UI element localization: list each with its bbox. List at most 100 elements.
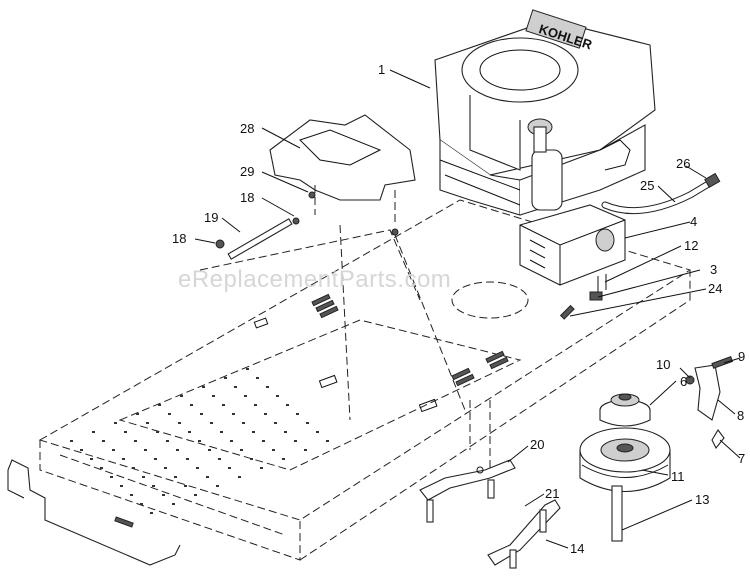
floor-dot [296,413,299,415]
floor-dot [200,413,203,415]
floor-dot [156,431,159,433]
floor-dot [154,458,157,460]
floor-dot [224,377,227,379]
floor-dot [274,422,277,424]
floor-dot [144,449,147,451]
floor-dot [222,404,225,406]
bracket-21 [487,499,561,569]
chassis-frame [38,199,692,561]
callout-28: 28 [240,121,254,136]
fuel-line [601,172,721,215]
floor-dots [70,368,329,514]
callout-10: 10 [656,357,670,372]
engine-pulley [599,393,651,427]
floor-dot [90,458,93,460]
floor-dot [294,440,297,442]
floor-dot [282,458,285,460]
callout-11: 11 [671,469,685,484]
floor-dot [208,449,211,451]
floor-dot [190,404,193,406]
floor-dot [184,485,187,487]
floor-dot [306,422,309,424]
floor-dot [220,431,223,433]
floor-dot [206,476,209,478]
floor-dot [112,449,115,451]
floor-dot [210,422,213,424]
floor-dot [120,485,123,487]
floor-dot [238,476,241,478]
floor-dot [162,494,165,496]
floor-dot [130,494,133,496]
floor-dot [102,440,105,442]
floor-dot [276,395,279,397]
callout-14: 14 [570,541,584,556]
callout-18-left: 18 [172,231,186,246]
floor-dot [114,422,117,424]
floor-dot [262,440,265,442]
floor-dot [188,431,191,433]
engine-plate [269,114,416,225]
floor-dot [178,422,181,424]
floor-dot [216,485,219,487]
floor-dot [326,440,329,442]
floor-dot [186,458,189,460]
floor-dot [132,467,135,469]
callout-1: 1 [378,62,385,77]
callout-24: 24 [708,281,722,296]
fastener-24 [559,304,575,320]
floor-dot [230,440,233,442]
callout-20: 20 [530,437,544,452]
floor-dot [166,440,169,442]
callout-7: 7 [738,451,745,466]
callout-18-top: 18 [240,190,254,205]
floor-dot [176,449,179,451]
electric-clutch [579,427,671,542]
floor-dot [150,512,153,514]
engine: KOHLER [434,9,656,216]
bracket-20 [419,459,516,523]
floor-dot [202,386,205,388]
floor-dot [180,395,183,397]
floor-dot [212,395,215,397]
callout-3: 3 [710,262,717,277]
floor-dot [134,440,137,442]
floor-dot [136,413,139,415]
floor-dot [316,431,319,433]
watermark: eReplacementParts.com [178,266,451,293]
floor-dot [304,449,307,451]
clutch-bracket [685,356,734,450]
callout-26: 26 [676,156,690,171]
callout-29: 29 [240,164,254,179]
floor-dot [252,431,255,433]
floor-dot [228,467,231,469]
frame-slots [114,293,509,528]
floor-dot [284,431,287,433]
floor-dot [234,386,237,388]
floor-dot [242,422,245,424]
floor-dot [70,440,73,442]
floor-dot [256,377,259,379]
floor-dot [158,404,161,406]
floor-dot [196,467,199,469]
floor-dot [260,467,263,469]
callout-19: 19 [204,210,218,225]
floor-dot [100,467,103,469]
callout-labels: 1 28 29 18 19 18 26 25 4 12 3 24 9 10 6 … [172,62,745,556]
floor-dot [286,404,289,406]
floor-dot [198,440,201,442]
callout-12: 12 [684,238,698,253]
floor-dot [244,395,247,397]
callout-9: 9 [738,349,745,364]
floor-dot [272,449,275,451]
hardware-small [215,191,399,260]
floor-dot [110,476,113,478]
floor-dot [174,476,177,478]
floor-dot [218,458,221,460]
callout-6: 6 [680,374,687,389]
callout-13: 13 [695,492,709,507]
floor-dot [250,458,253,460]
callout-21: 21 [545,486,559,501]
floor-dot [152,485,155,487]
